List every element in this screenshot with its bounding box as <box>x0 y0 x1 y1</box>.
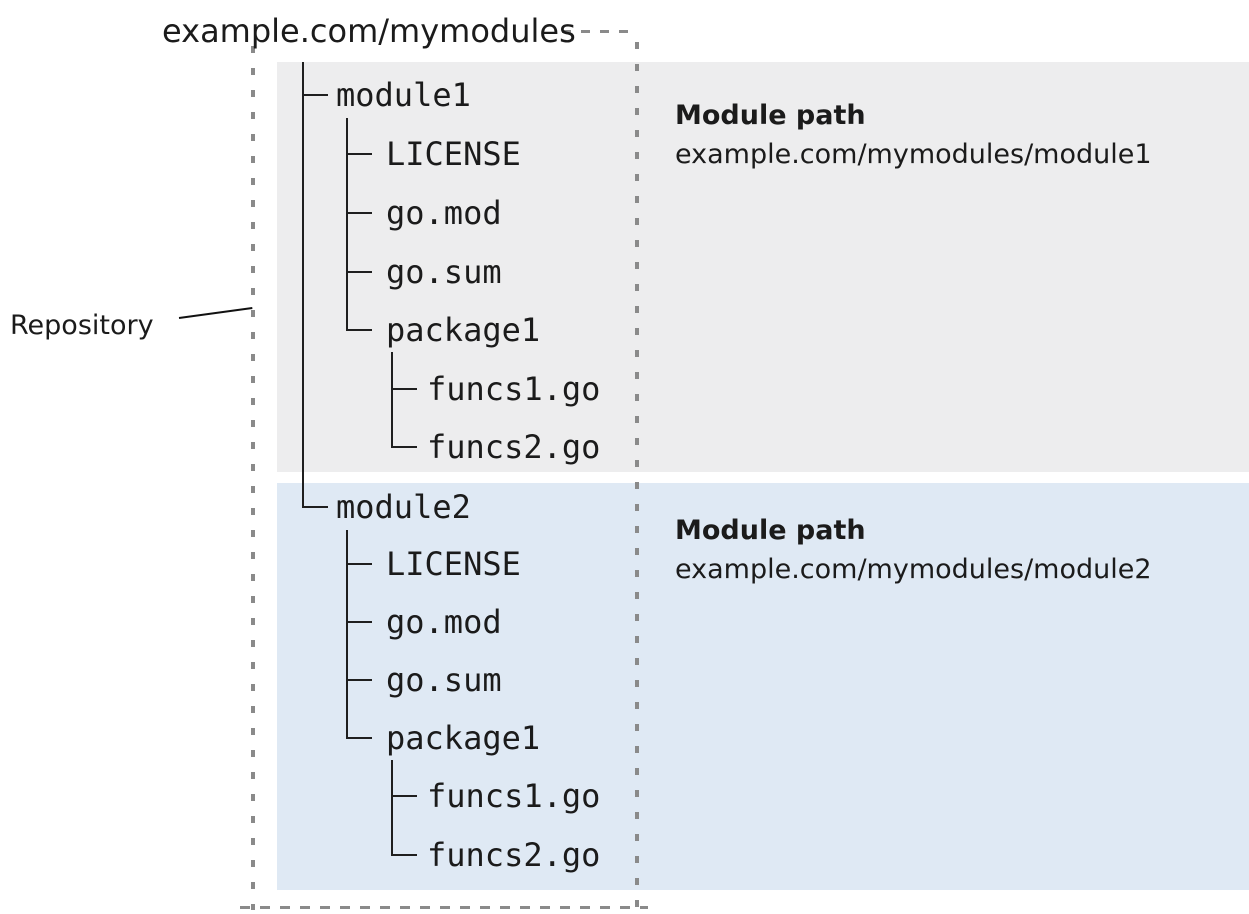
tree-node-m1-license: LICENSE <box>386 135 521 173</box>
tree-trunk-vline <box>302 62 304 508</box>
tree-tick-m2-funcs1 <box>392 795 417 797</box>
tree-tick-m2-license <box>347 563 372 565</box>
tree-node-m2-gosum: go.sum <box>386 661 502 699</box>
tree-tick-m2-gomod <box>347 621 372 623</box>
tree-node-m2-gomod: go.mod <box>386 603 502 641</box>
module2-path-value: example.com/mymodules/module2 <box>675 554 1152 585</box>
tree-tick-m1-gosum <box>347 271 372 273</box>
module2-path-label: Module path <box>675 515 866 546</box>
tree-module2-vline <box>346 530 348 739</box>
tree-tick-module1 <box>302 94 328 96</box>
tree-tick-m1-license <box>347 153 372 155</box>
tree-node-m1-funcs2: funcs2.go <box>427 428 601 466</box>
tree-tick-m1-gomod <box>347 212 372 214</box>
tree-module1-vline <box>346 118 348 331</box>
tree-tick-m2-funcs2 <box>392 854 417 856</box>
tree-node-m2-funcs1: funcs1.go <box>427 777 601 815</box>
tree-node-m2-package1: package1 <box>386 719 541 757</box>
repository-pointer-line <box>178 306 253 319</box>
tree-tick-m1-funcs2 <box>392 446 417 448</box>
repo-boundary-left <box>251 46 255 910</box>
tree-node-m1-funcs1: funcs1.go <box>427 370 601 408</box>
repository-label: Repository <box>10 310 154 341</box>
tree-tick-m1-package1 <box>347 329 372 331</box>
tree-m1-package1-vline <box>391 352 393 448</box>
repo-boundary-top <box>562 30 638 33</box>
tree-node-m2-funcs2: funcs2.go <box>427 836 601 874</box>
tree-node-m1-gomod: go.mod <box>386 194 502 232</box>
module1-path-value: example.com/mymodules/module1 <box>675 139 1152 170</box>
tree-node-m1-gosum: go.sum <box>386 253 502 291</box>
tree-node-m2-license: LICENSE <box>386 545 521 583</box>
tree-tick-m2-gosum <box>347 679 372 681</box>
repo-title: example.com/mymodules <box>162 12 576 50</box>
tree-node-m1-package1: package1 <box>386 311 541 349</box>
tree-tick-m1-funcs1 <box>392 388 417 390</box>
repo-boundary-right <box>635 42 639 910</box>
module1-path-label: Module path <box>675 100 866 131</box>
repo-boundary-bottom <box>240 906 648 909</box>
tree-tick-m2-package1 <box>347 737 372 739</box>
tree-node-module2: module2 <box>336 488 471 526</box>
tree-node-module1: module1 <box>336 76 471 114</box>
tree-m2-package1-vline <box>391 760 393 856</box>
module1-panel <box>277 62 1249 472</box>
module2-panel <box>277 483 1249 890</box>
tree-tick-module2 <box>302 506 328 508</box>
